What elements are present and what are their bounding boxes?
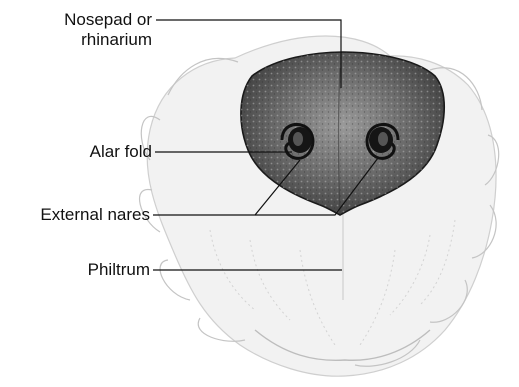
- nosepad-label-line1: Nosepad or: [18, 10, 152, 30]
- external-nares-label: External nares: [2, 205, 150, 225]
- alar-fold-label: Alar fold: [18, 142, 152, 162]
- nosepad-label-line2: rhinarium: [18, 30, 152, 50]
- philtrum-label: Philtrum: [18, 260, 150, 280]
- nosepad-label: Nosepad or rhinarium: [18, 10, 152, 50]
